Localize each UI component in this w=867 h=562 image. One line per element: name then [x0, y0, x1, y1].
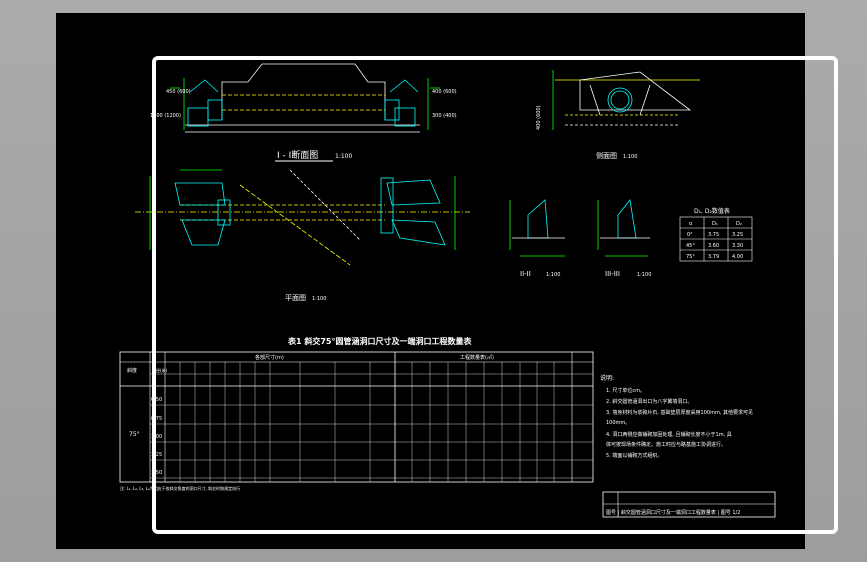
elevation-title: 侧面图	[596, 151, 617, 160]
small-table-header: α	[689, 221, 693, 227]
dim-label-d1: 450 (600)	[166, 89, 191, 95]
section-view	[170, 63, 440, 133]
small-table-cell: 0°	[687, 232, 693, 238]
small-table-header: D₁	[712, 221, 718, 227]
plan-view	[135, 169, 470, 266]
note-line: 4. 洞口两侧应做铺砌加固处理, 且铺砌长度不小于1m, 具	[606, 431, 732, 438]
main-table-row-group: 0.50	[151, 397, 162, 403]
dim-label-d2: 1000 (1200)	[150, 113, 181, 119]
notes-block: 说明: 1. 尺寸单位cm。 2. 斜交圆管涵洞出口为八字翼墙洞口。 3. 墙身…	[600, 374, 753, 459]
detail-view-2	[509, 199, 565, 257]
main-table-header: 各部尺寸(m)	[255, 354, 284, 361]
small-table: D₁, D₂数值表 α D₁ D₂ 0° 3.75 3.25 45° 3.60 …	[679, 207, 753, 262]
title-block-text: 图号 | 斜交圆管涵洞口尺寸及一端洞口工程数量表 | 图号 1/2	[606, 509, 740, 516]
small-table-cell: 75°	[686, 254, 695, 260]
note-line: 2. 斜交圆管涵洞出口为八字翼墙洞口。	[606, 398, 692, 405]
dim-label-d4: 300 (400)	[432, 113, 457, 119]
elevation-view	[552, 70, 700, 130]
note-line: 3. 墙身材料为浆砌片石, 基础垫层厚度采用100mm, 其他要求可见	[606, 409, 753, 416]
main-table-header: 工程数量表(㎥)	[460, 354, 494, 361]
plan-scale: 1:100	[312, 296, 326, 302]
note-line: 说明:	[600, 374, 614, 382]
elevation-scale: 1:100	[623, 154, 637, 160]
note-line: 100mm。	[606, 420, 630, 426]
detail-view-3	[597, 199, 650, 257]
small-table-cell: 3.30	[732, 243, 743, 249]
section-title: I - I断面图	[277, 149, 318, 161]
dim-label-d3: 400 (600)	[432, 89, 457, 95]
note-line: 5. 端面以铺砌方式组织。	[606, 452, 662, 459]
main-table-header: 斜度	[127, 367, 137, 374]
note-line: 体可按现场条件确定。施工时应与路基施工协调进行。	[606, 441, 726, 448]
note-line: 1. 尺寸单位cm。	[606, 387, 645, 394]
main-table-row-group: 1.50	[151, 470, 162, 476]
main-table-angle: 75°	[129, 431, 140, 438]
small-table-cell: 4.00	[732, 254, 743, 260]
section-scale: 1:100	[335, 153, 352, 160]
main-table: 斜度 孔径(米) 各部尺寸(m) 工程数量表(㎥) 75° 0.50 0.75 …	[119, 351, 594, 483]
detail3-scale: 1:100	[637, 272, 651, 278]
small-table-header: D₂	[736, 221, 742, 227]
dim-label-d5: 400 (600)	[536, 105, 542, 130]
main-table-row-group: 1.25	[151, 452, 162, 458]
detail3-title: III-III	[605, 270, 620, 278]
main-table-row-group: 0.75	[151, 416, 162, 422]
plan-title: 平面图	[285, 294, 306, 302]
detail2-scale: 1:100	[546, 272, 560, 278]
main-table-row-group: 1.00	[151, 434, 162, 440]
small-table-cell: 3.25	[732, 232, 743, 238]
small-table-cell: 3.79	[708, 254, 719, 260]
small-table-cell: 45°	[686, 243, 695, 249]
small-table-cell: 3.75	[708, 232, 719, 238]
detail2-title: II-II	[520, 270, 531, 278]
table-footnote: 注: L₁, L₂, L₃, L₄为相应于各斜交角度的洞口尺寸, 斜交时按规定执…	[120, 485, 240, 491]
small-table-title: D₁, D₂数值表	[694, 207, 730, 215]
title-block: 图号 | 斜交圆管涵洞口尺寸及一端洞口工程数量表 | 图号 1/2	[602, 491, 776, 518]
main-table-title: 表1 斜交75°圆管涵洞口尺寸及一端洞口工程数量表	[287, 336, 472, 346]
drawing-frame	[152, 56, 838, 534]
small-table-cell: 3.60	[708, 243, 719, 249]
main-table-header: 孔径(米)	[152, 367, 168, 373]
